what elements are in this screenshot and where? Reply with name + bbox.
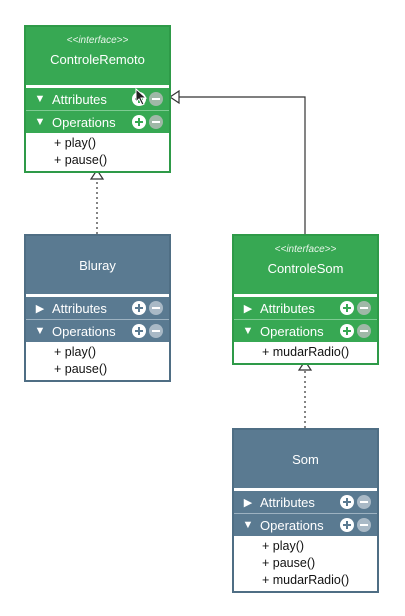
- remove-attribute-icon[interactable]: [149, 301, 163, 315]
- controlesom-generalization-line: [178, 96, 306, 234]
- class-header: Som: [234, 430, 377, 488]
- stereotype-label: <<interface>>: [66, 35, 129, 46]
- class-name: ControleRemoto: [50, 52, 145, 67]
- remove-operation-icon[interactable]: [357, 324, 371, 338]
- attributes-label: Attributes: [260, 494, 315, 510]
- operation-item[interactable]: + pause(): [54, 362, 108, 376]
- class-name: Bluray: [79, 258, 116, 273]
- operation-item[interactable]: + play(): [54, 136, 97, 150]
- class-header: Bluray: [26, 236, 169, 294]
- add-operation-icon[interactable]: [132, 324, 146, 338]
- expanded-triangle-icon[interactable]: ▼: [242, 325, 254, 337]
- class-header: <<interface>> ControleRemoto: [26, 27, 169, 85]
- operations-section[interactable]: ▼ Operations: [234, 513, 377, 536]
- add-attribute-icon[interactable]: [340, 301, 354, 315]
- add-operation-icon[interactable]: [340, 518, 354, 532]
- operation-item[interactable]: + mudarRadio(): [262, 345, 350, 359]
- remove-operation-icon[interactable]: [149, 115, 163, 129]
- som-realization-arrowhead: [297, 359, 313, 371]
- stereotype-label: <<interface>>: [274, 244, 337, 255]
- mouse-cursor-icon: [135, 88, 148, 106]
- remove-attribute-icon[interactable]: [149, 92, 163, 106]
- attributes-section[interactable]: ▶ Attributes: [234, 297, 377, 319]
- attributes-label: Attributes: [52, 300, 107, 316]
- class-controleremoto[interactable]: <<interface>> ControleRemoto ▼ Attribute…: [24, 25, 171, 173]
- operations-label: Operations: [52, 114, 116, 130]
- bluray-realization-arrowhead: [89, 168, 105, 180]
- operations-label: Operations: [260, 323, 324, 339]
- operation-item[interactable]: + pause(): [54, 153, 108, 167]
- attributes-label: Attributes: [260, 300, 315, 316]
- remove-attribute-icon[interactable]: [357, 495, 371, 509]
- expanded-triangle-icon[interactable]: ▼: [34, 93, 46, 105]
- class-som[interactable]: Som ▶ Attributes ▼ Operations + play() +…: [232, 428, 379, 593]
- collapsed-triangle-icon[interactable]: ▶: [243, 302, 253, 315]
- operations-list: + play() + pause(): [26, 133, 169, 171]
- operation-item[interactable]: + play(): [54, 345, 97, 359]
- add-attribute-icon[interactable]: [340, 495, 354, 509]
- remove-operation-icon[interactable]: [357, 518, 371, 532]
- attributes-label: Attributes: [52, 91, 107, 107]
- operations-label: Operations: [260, 517, 324, 533]
- operations-list: + mudarRadio(): [234, 342, 377, 363]
- add-operation-icon[interactable]: [340, 324, 354, 338]
- add-operation-icon[interactable]: [132, 115, 146, 129]
- collapsed-triangle-icon[interactable]: ▶: [243, 496, 253, 509]
- remove-operation-icon[interactable]: [149, 324, 163, 338]
- class-name: ControleSom: [267, 261, 344, 276]
- operation-item[interactable]: + play(): [262, 539, 305, 553]
- operations-section[interactable]: ▼ Operations: [26, 319, 169, 342]
- operations-section[interactable]: ▼ Operations: [234, 319, 377, 342]
- class-name: Som: [292, 452, 319, 467]
- operations-section[interactable]: ▼ Operations: [26, 110, 169, 133]
- class-controlesom[interactable]: <<interface>> ControleSom ▶ Attributes ▼…: [232, 234, 379, 365]
- attributes-section[interactable]: ▶ Attributes: [234, 491, 377, 513]
- add-attribute-icon[interactable]: [132, 301, 146, 315]
- operation-item[interactable]: + mudarRadio(): [262, 573, 350, 587]
- operations-list: + play() + pause() + mudarRadio(): [234, 536, 377, 591]
- operations-list: + play() + pause(): [26, 342, 169, 380]
- expanded-triangle-icon[interactable]: ▼: [242, 519, 254, 531]
- operations-label: Operations: [52, 323, 116, 339]
- class-bluray[interactable]: Bluray ▶ Attributes ▼ Operations + play(…: [24, 234, 171, 382]
- expanded-triangle-icon[interactable]: ▼: [34, 325, 46, 337]
- operation-item[interactable]: + pause(): [262, 556, 316, 570]
- controlesom-generalization-arrowhead: [168, 89, 180, 105]
- collapsed-triangle-icon[interactable]: ▶: [35, 302, 45, 315]
- class-header: <<interface>> ControleSom: [234, 236, 377, 294]
- expanded-triangle-icon[interactable]: ▼: [34, 116, 46, 128]
- attributes-section[interactable]: ▶ Attributes: [26, 297, 169, 319]
- remove-attribute-icon[interactable]: [357, 301, 371, 315]
